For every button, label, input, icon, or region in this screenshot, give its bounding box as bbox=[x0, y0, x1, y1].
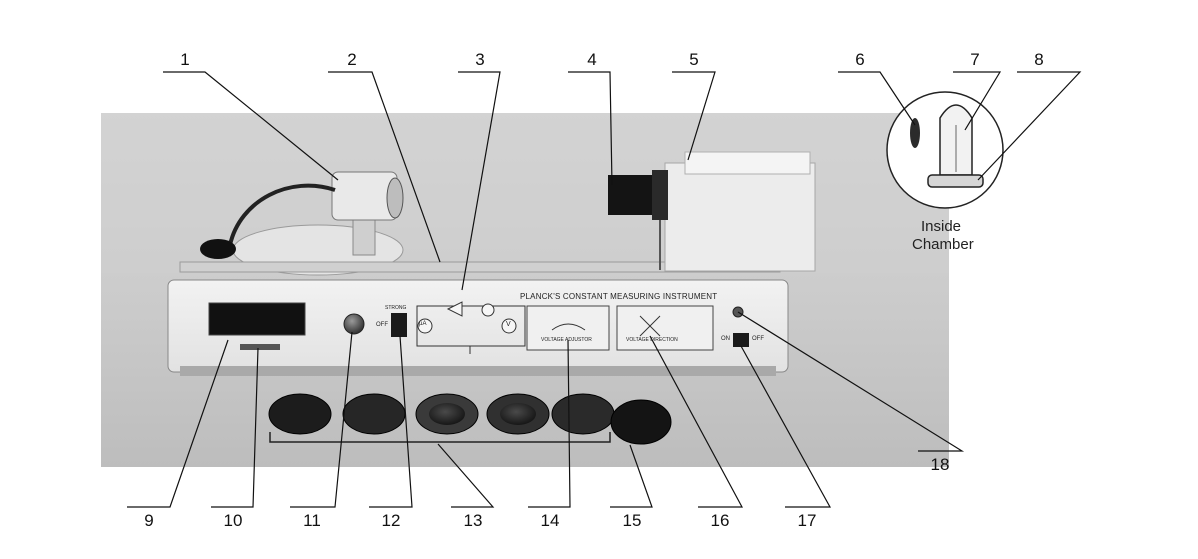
range-slider bbox=[240, 344, 280, 350]
filter-4-center bbox=[500, 403, 536, 425]
callout-17: 17 bbox=[790, 511, 824, 531]
intensity-switch bbox=[391, 313, 407, 337]
callout-2: 2 bbox=[335, 50, 369, 70]
callout-16: 16 bbox=[703, 511, 737, 531]
current-multiplier-knob bbox=[344, 314, 364, 334]
lamp-lens bbox=[387, 178, 403, 218]
intensity-off-label: OFF bbox=[376, 322, 388, 328]
filter-6 bbox=[611, 400, 671, 444]
callout-9: 9 bbox=[132, 511, 166, 531]
callout-8: 8 bbox=[1022, 50, 1056, 70]
panel-title: PLANCK'S CONSTANT MEASURING INSTRUMENT bbox=[520, 292, 717, 301]
digital-display bbox=[209, 303, 305, 335]
inset-caption-line-1: Inside bbox=[921, 218, 961, 235]
voltmeter-symbol: V bbox=[506, 321, 511, 328]
microammeter-symbol: µA bbox=[419, 321, 426, 327]
power-on-label: ON bbox=[721, 336, 730, 342]
power-switch bbox=[733, 333, 749, 347]
inset-filter-disc bbox=[910, 118, 920, 148]
callout-10: 10 bbox=[216, 511, 250, 531]
callout-15: 15 bbox=[615, 511, 649, 531]
callout-5: 5 bbox=[677, 50, 711, 70]
filter-1 bbox=[269, 394, 331, 434]
callout-18: 18 bbox=[923, 455, 957, 475]
filter-5 bbox=[552, 394, 614, 434]
callout-13: 13 bbox=[456, 511, 490, 531]
inset-caption-line-2: Chamber bbox=[912, 236, 974, 253]
callout-11: 11 bbox=[295, 511, 329, 531]
inset-base bbox=[928, 175, 983, 187]
callout-14: 14 bbox=[533, 511, 567, 531]
filter-2 bbox=[343, 394, 405, 434]
cable-plug bbox=[200, 239, 236, 259]
intensity-strong-label: STRONG bbox=[385, 305, 406, 311]
callout-1: 1 bbox=[168, 50, 202, 70]
voltage-direction-label: VOLTAGE DIRECTION bbox=[626, 337, 678, 343]
callout-3: 3 bbox=[463, 50, 497, 70]
cabinet-base bbox=[180, 366, 776, 376]
voltage-adjustor-label: VOLTAGE ADJUSTOR bbox=[541, 337, 592, 343]
callout-4: 4 bbox=[575, 50, 609, 70]
callout-12: 12 bbox=[374, 511, 408, 531]
chamber-top bbox=[685, 152, 810, 174]
chamber-box bbox=[665, 163, 815, 271]
filter-3-center bbox=[429, 403, 465, 425]
voltage-direction-box bbox=[617, 306, 713, 350]
callout-6: 6 bbox=[843, 50, 877, 70]
callout-7: 7 bbox=[958, 50, 992, 70]
power-off-label: OFF bbox=[752, 336, 764, 342]
chamber-tube-ring bbox=[652, 170, 668, 220]
